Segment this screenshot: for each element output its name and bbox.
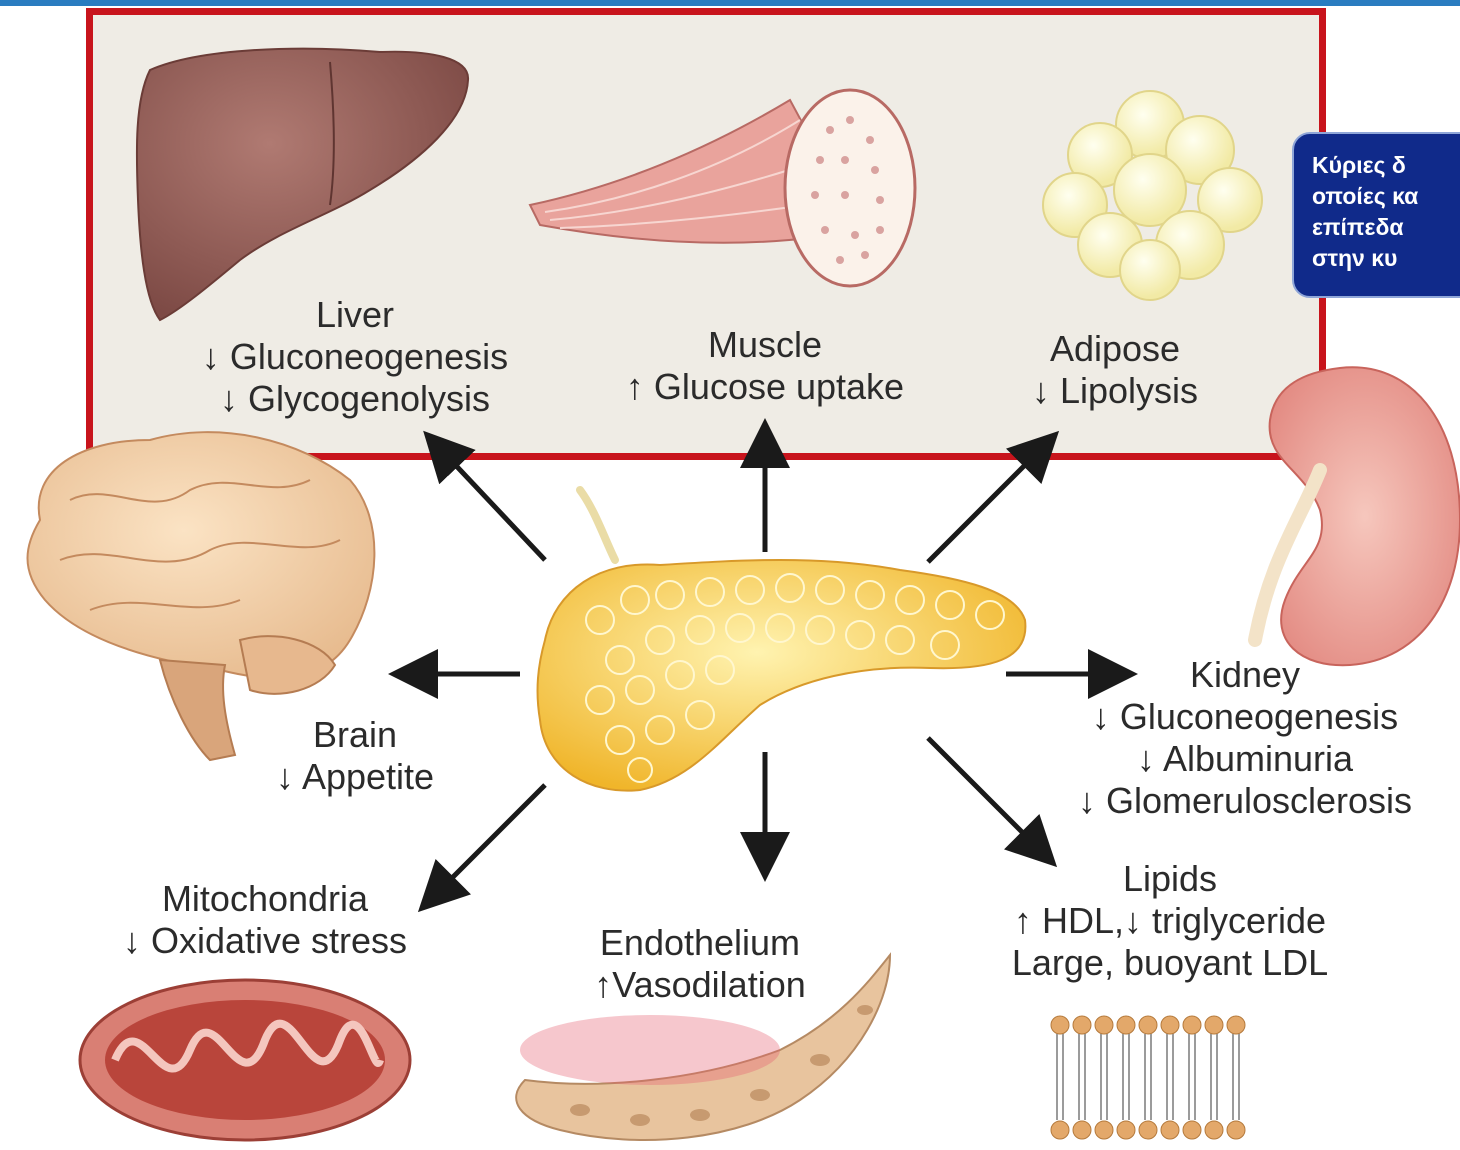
muscle-effect-1: ↑ Glucose uptake [595, 366, 935, 408]
kidney-effect-3: ↓ Glomerulosclerosis [1050, 780, 1440, 822]
adipose-label: Adipose ↓ Lipolysis [1005, 328, 1225, 412]
liver-illustration [137, 49, 468, 320]
callout-line-3: επίπεδα [1312, 212, 1460, 243]
brain-illustration [28, 432, 375, 760]
kidney-title: Kidney [1050, 654, 1440, 696]
callout-line-2: οποίες κα [1312, 181, 1460, 212]
kidney-effect-1: ↓ Gluconeogenesis [1050, 696, 1440, 738]
endothelium-label: Endothelium ↑Vasodilation [560, 922, 840, 1006]
muscle-title: Muscle [595, 324, 935, 366]
kidney-label: Kidney ↓ Gluconeogenesis ↓ Albuminuria ↓… [1050, 654, 1440, 822]
arrow-to-mitochondria [425, 785, 545, 905]
greek-callout-box: Κύριες δ οποίες κα επίπεδα στην κυ [1292, 132, 1460, 298]
brain-label: Brain ↓ Appetite [255, 714, 455, 798]
muscle-illustration [530, 90, 915, 286]
lipids-label: Lipids ↑ HDL,↓ triglyceride Large, buoya… [990, 858, 1350, 984]
muscle-label: Muscle ↑ Glucose uptake [595, 324, 935, 408]
brain-effect-1: ↓ Appetite [255, 756, 455, 798]
mitochondria-effect-1: ↓ Oxidative stress [100, 920, 430, 962]
brain-title: Brain [255, 714, 455, 756]
arrow-to-liver [430, 438, 545, 560]
lipids-effect-2: Large, buoyant LDL [990, 942, 1350, 984]
kidney-illustration [1255, 367, 1460, 665]
kidney-effect-2: ↓ Albuminuria [1050, 738, 1440, 780]
callout-line-4: στην κυ [1312, 243, 1460, 274]
liver-effect-2: ↓ Glycogenolysis [190, 378, 520, 420]
lipid-bilayer-illustration [1051, 1016, 1245, 1139]
liver-effect-1: ↓ Gluconeogenesis [190, 336, 520, 378]
mitochondrion-illustration [80, 980, 410, 1140]
callout-line-1: Κύριες δ [1312, 150, 1460, 181]
endothelium-title: Endothelium [560, 922, 840, 964]
endothelium-effect-1: ↑Vasodilation [560, 964, 840, 1006]
adipose-effect-1: ↓ Lipolysis [1005, 370, 1225, 412]
mitochondria-label: Mitochondria ↓ Oxidative stress [100, 878, 430, 962]
liver-title: Liver [190, 294, 520, 336]
lipids-effect-1: ↑ HDL,↓ triglyceride [990, 900, 1350, 942]
adipose-title: Adipose [1005, 328, 1225, 370]
adipose-illustration [1043, 91, 1262, 300]
mitochondria-title: Mitochondria [100, 878, 430, 920]
arrow-to-lipids [928, 738, 1050, 860]
arrow-to-adipose [928, 438, 1052, 562]
liver-label: Liver ↓ Gluconeogenesis ↓ Glycogenolysis [190, 294, 520, 420]
lipids-title: Lipids [990, 858, 1350, 900]
